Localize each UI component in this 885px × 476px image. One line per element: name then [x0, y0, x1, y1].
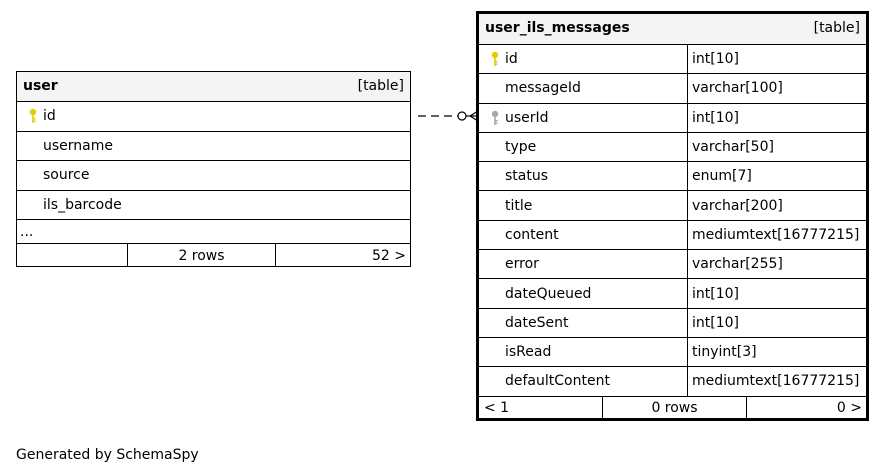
column-cell: userId — [479, 104, 687, 132]
column-cell: ils_barcode — [17, 191, 122, 220]
column-type: int[10] — [687, 45, 866, 74]
column-row[interactable]: status enum[7] — [479, 162, 866, 192]
column-cell: source — [17, 161, 90, 190]
column-row[interactable]: id — [17, 102, 410, 132]
column-cell: type — [479, 133, 687, 161]
column-name: defaultContent — [505, 373, 610, 390]
column-type: mediumtext[16777215] — [687, 220, 866, 250]
more-columns-row: ... — [17, 220, 410, 244]
column-type: int[10] — [687, 308, 866, 337]
footer-rows: 2 rows — [128, 244, 276, 267]
column-row[interactable]: source — [17, 161, 410, 191]
column-name: status — [505, 168, 549, 185]
column-name: id — [43, 108, 56, 125]
footer-rows: 0 rows — [603, 396, 747, 420]
table-footer: < 1 0 rows 0 > — [479, 396, 866, 420]
column-cell: dateSent — [479, 309, 687, 337]
column-cell: content — [479, 221, 687, 249]
column-cell: dateQueued — [479, 279, 687, 307]
column-row[interactable]: dateSent int[10] — [479, 308, 866, 338]
column-name: isRead — [505, 344, 552, 361]
table-name[interactable]: user — [23, 77, 58, 94]
column-row[interactable]: messageId varchar[100] — [479, 74, 866, 104]
column-row[interactable]: id int[10] — [479, 45, 866, 75]
table-name[interactable]: user_ils_messages — [485, 20, 630, 36]
footer-next: 52 > — [372, 247, 406, 264]
footer-prev: < 1 — [479, 396, 603, 420]
column-type: varchar[50] — [687, 132, 866, 162]
column-type: int[10] — [687, 279, 866, 308]
column-name: title — [505, 197, 533, 214]
column-row[interactable]: error varchar[255] — [479, 250, 866, 280]
footer-prev — [17, 244, 128, 267]
primary-key-icon — [23, 108, 43, 124]
column-name: userId — [505, 109, 549, 126]
column-cell: isRead — [479, 338, 687, 366]
column-row[interactable]: userId int[10] — [479, 103, 866, 133]
column-type: int[10] — [687, 103, 866, 132]
column-cell: id — [479, 45, 687, 73]
more-columns-ellipsis: ... — [20, 223, 34, 240]
column-cell: messageId — [479, 74, 687, 102]
table-header[interactable]: user [table] — [17, 72, 410, 102]
column-row[interactable]: defaultContent mediumtext[16777215] — [479, 367, 866, 397]
column-name: dateQueued — [505, 285, 592, 302]
table-kind: [table] — [813, 20, 860, 36]
generated-by-text: Generated by SchemaSpy — [16, 447, 199, 463]
column-cell: username — [17, 132, 113, 161]
column-row[interactable]: ils_barcode — [17, 191, 410, 220]
column-row[interactable]: username — [17, 132, 410, 161]
column-type: varchar[100] — [687, 74, 866, 103]
column-name: type — [505, 139, 537, 156]
column-type: enum[7] — [687, 162, 866, 191]
column-cell: status — [479, 162, 687, 190]
table-header[interactable]: user_ils_messages [table] — [479, 14, 866, 45]
column-row[interactable]: content mediumtext[16777215] — [479, 220, 866, 251]
table-kind: [table] — [357, 77, 404, 94]
column-cell: title — [479, 191, 687, 219]
column-row[interactable]: type varchar[50] — [479, 132, 866, 163]
foreign-key-icon — [485, 110, 505, 126]
column-name: source — [43, 167, 90, 184]
column-row[interactable]: isRead tinyint[3] — [479, 337, 866, 368]
column-type: tinyint[3] — [687, 337, 866, 367]
column-cell: error — [479, 250, 687, 278]
column-name: username — [43, 137, 113, 154]
column-type: varchar[255] — [687, 250, 866, 279]
column-type: varchar[200] — [687, 191, 866, 220]
column-cell: defaultContent — [479, 367, 687, 395]
column-row[interactable]: title varchar[200] — [479, 191, 866, 221]
column-type: mediumtext[16777215] — [687, 367, 866, 396]
column-name: dateSent — [505, 314, 569, 331]
primary-key-icon — [485, 51, 505, 67]
column-name: id — [505, 51, 518, 68]
table-footer: 2 rows 52 > — [17, 244, 410, 267]
column-name: content — [505, 226, 559, 243]
column-cell: id — [17, 102, 56, 131]
column-name: ils_barcode — [43, 196, 122, 213]
column-name: error — [505, 256, 539, 273]
column-name: messageId — [505, 80, 581, 97]
footer-next: 0 > — [836, 400, 862, 417]
column-row[interactable]: dateQueued int[10] — [479, 279, 866, 309]
table-user[interactable]: user [table] id username source ils_barcode… — [16, 71, 411, 267]
